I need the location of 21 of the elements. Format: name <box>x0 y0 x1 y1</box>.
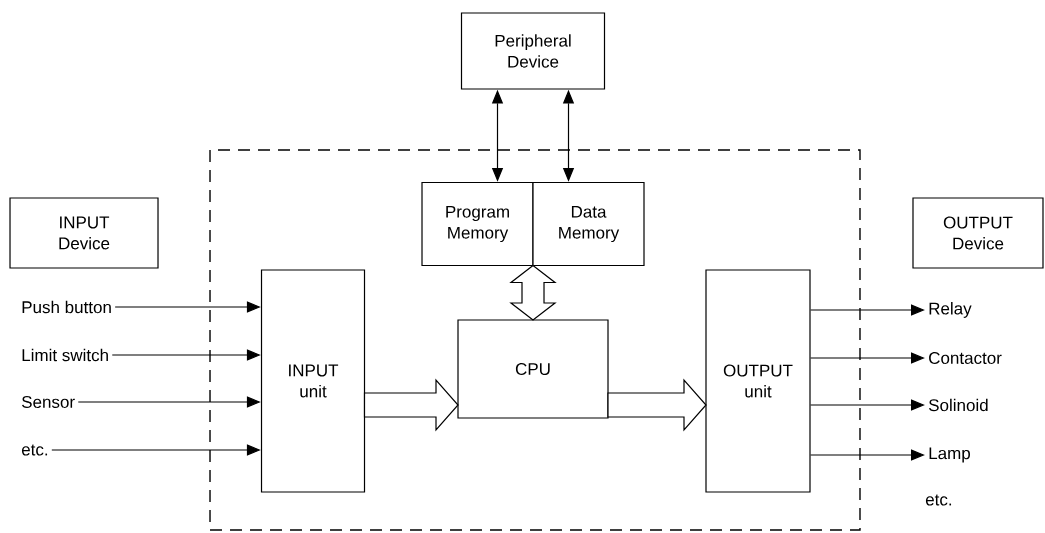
system-boundary <box>209 149 861 531</box>
device-label: Contactor <box>929 351 1002 364</box>
hollow-arrow <box>363 378 459 432</box>
device-box: INPUT Device <box>9 197 159 269</box>
device-box: OUTPUT Device <box>912 197 1044 269</box>
hollow-arrow <box>607 378 707 432</box>
device-label: Limit switch <box>22 348 108 362</box>
memory-box: Data Memory <box>532 181 645 267</box>
cpu-box: CPU <box>457 319 609 419</box>
device-label: Push button <box>22 300 111 314</box>
hollow-arrow <box>509 264 557 321</box>
device-label: etc. <box>21 444 48 456</box>
memory-box: Program Memory <box>421 181 534 267</box>
device-label: Relay <box>929 302 972 318</box>
unit-box: OUTPUT unit <box>705 269 811 493</box>
device-label: Lamp <box>929 447 970 463</box>
device-box: Peripheral Device <box>460 12 606 90</box>
unit-box: INPUT unit <box>260 269 366 493</box>
device-label: Solinoid <box>928 398 988 412</box>
device-label: Sensor <box>22 395 75 408</box>
list-continuation-label: etc. <box>925 494 952 506</box>
